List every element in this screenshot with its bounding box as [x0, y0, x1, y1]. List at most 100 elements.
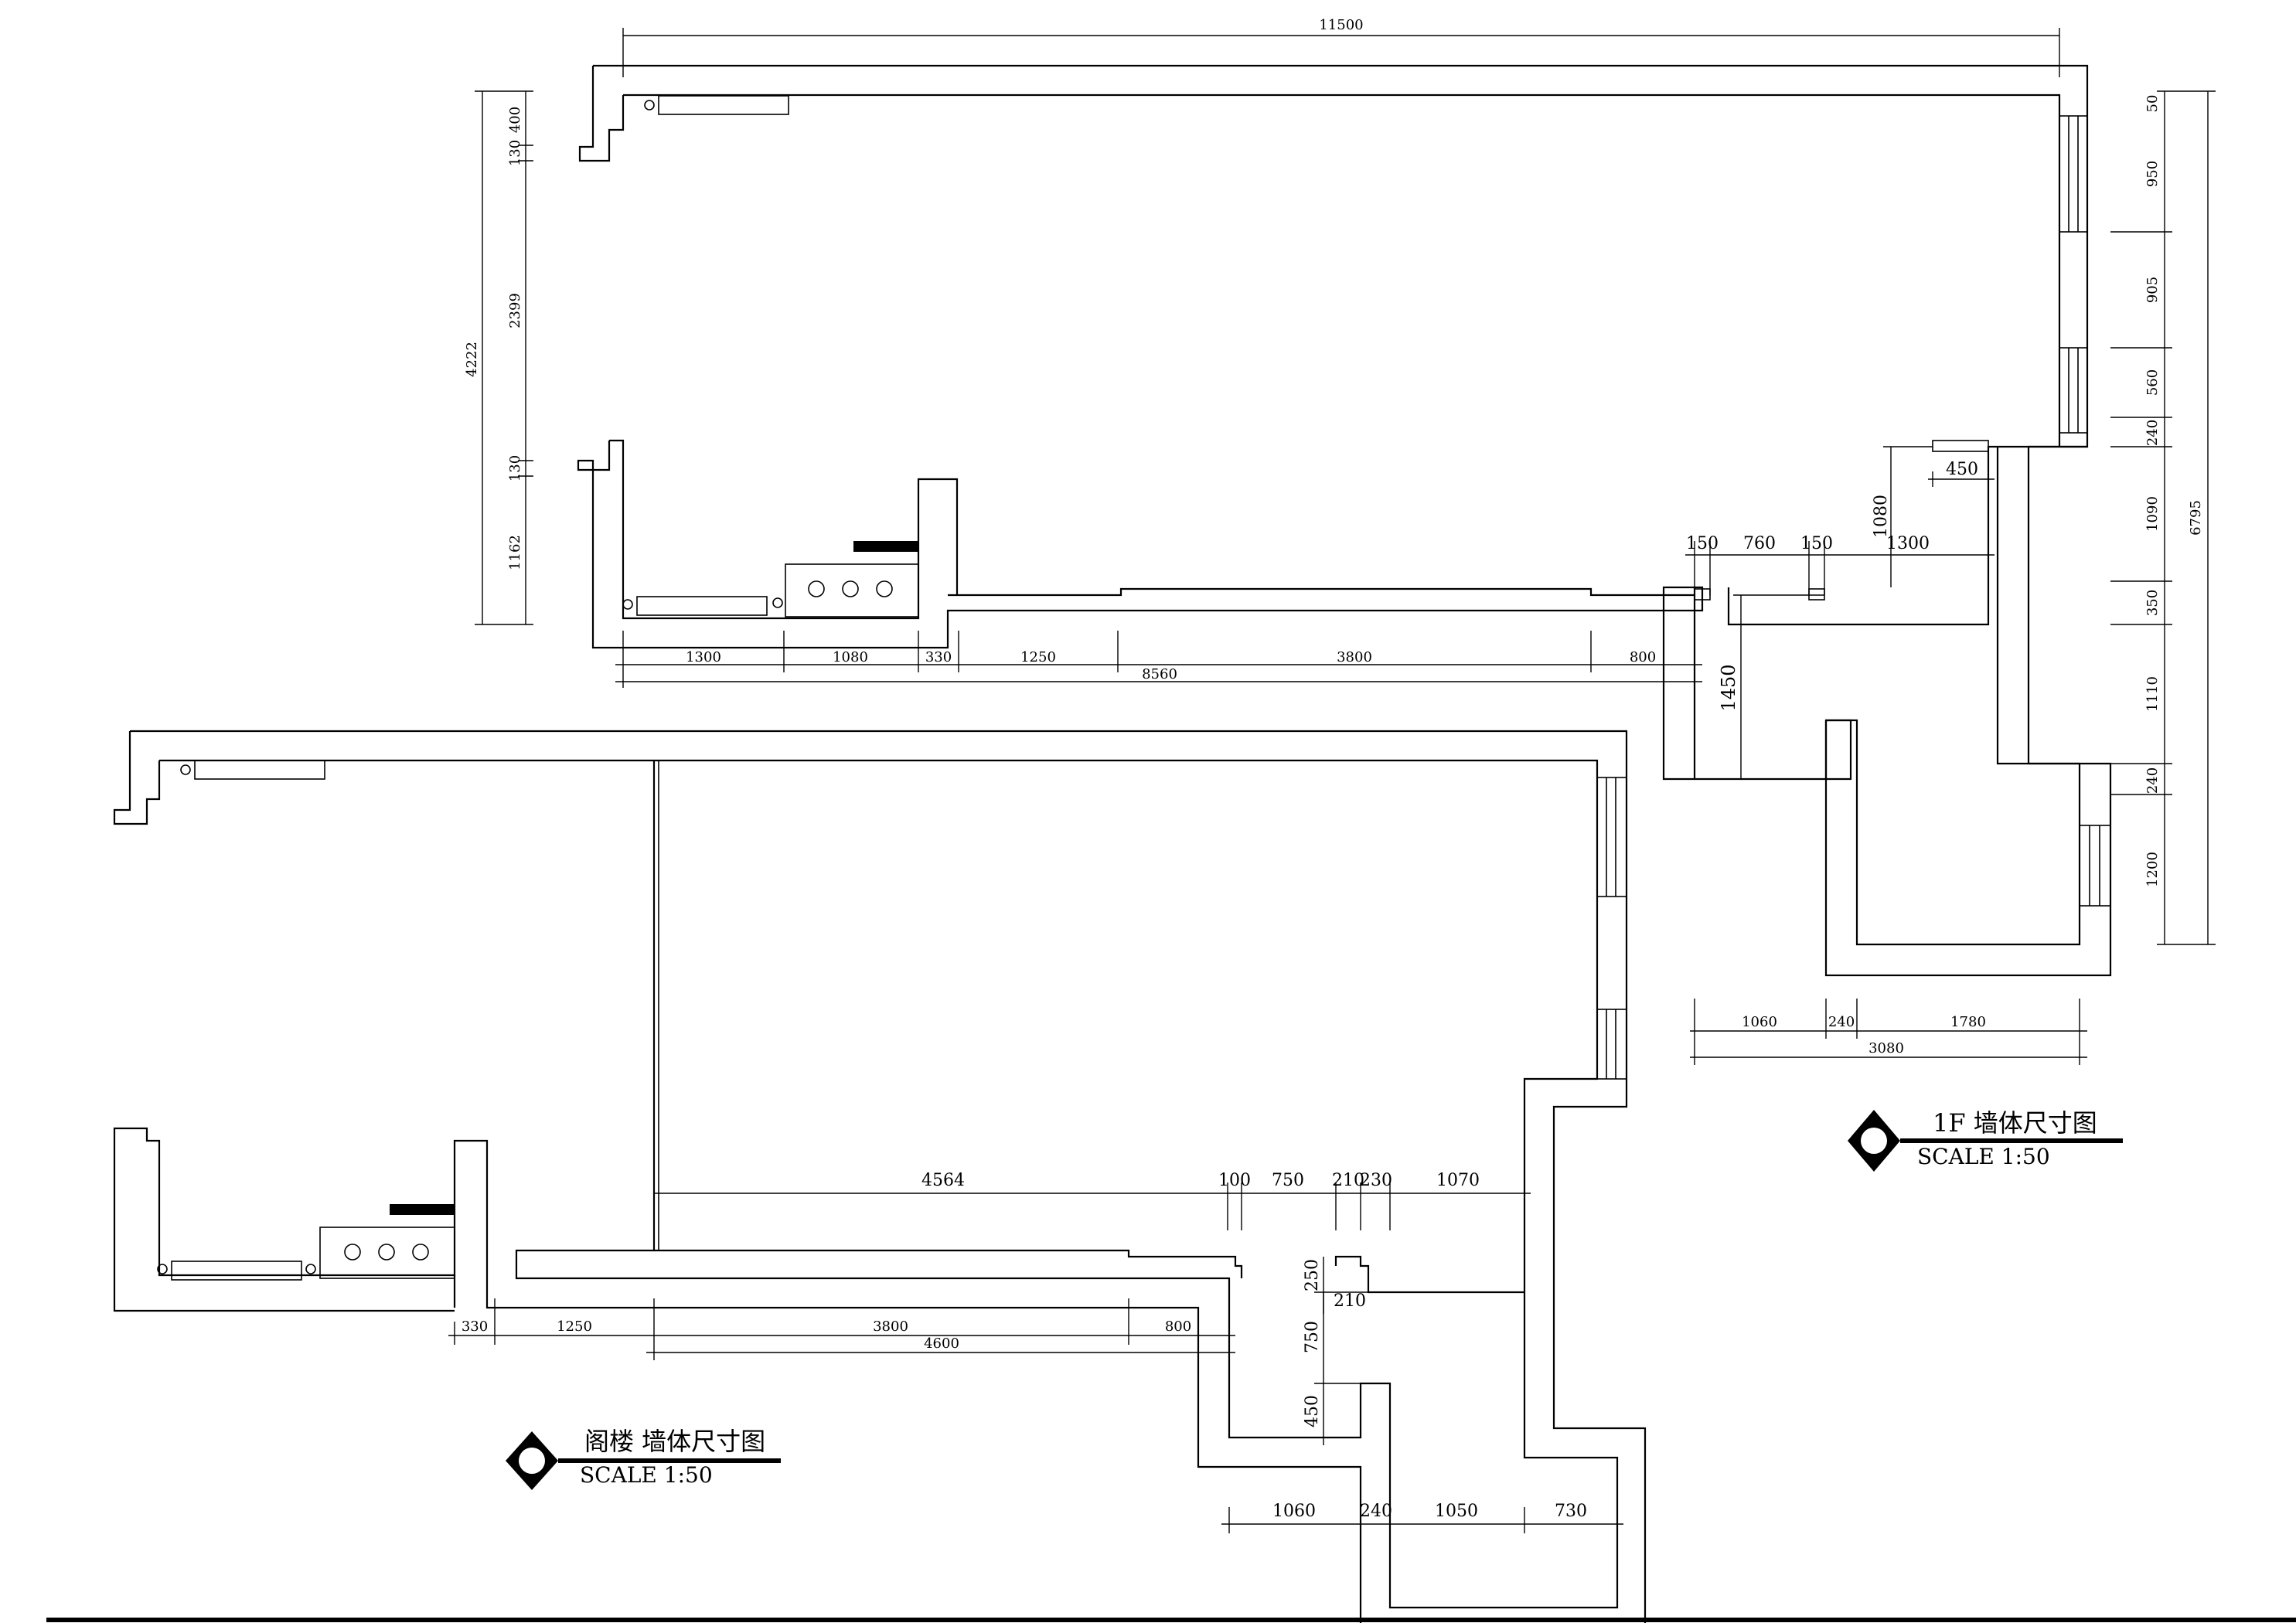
- dim-attic-100: 100: [1218, 1171, 1251, 1190]
- attic-window-right-lower: [1596, 1009, 1627, 1080]
- stove-burner-icon: [842, 580, 859, 597]
- dim-left-total: 4222: [464, 342, 480, 377]
- dim-attic-1250: 1250: [557, 1318, 592, 1335]
- first-floor-window-right-mid: [2059, 347, 2088, 434]
- attic-scale: SCALE 1:50: [580, 1462, 713, 1488]
- stove-burner-icon: [876, 580, 893, 597]
- attic-outer-wall-top-left: [113, 731, 148, 825]
- first-floor-title-block: 1F 墙体尺寸图 SCALE 1:50: [1848, 1108, 2123, 1172]
- dim-attic-v750: 750: [1303, 1321, 1322, 1353]
- dim-right-6: 1090: [2144, 496, 2161, 532]
- dim-mid-450: 450: [1946, 460, 1978, 479]
- first-floor-radiator-bottom: [636, 596, 768, 616]
- attic-pipe-bottom-2: [305, 1264, 316, 1274]
- attic-stove: [319, 1227, 455, 1279]
- attic-inner-wall-left: [130, 760, 656, 1312]
- dim-bottom-5: 3800: [1337, 649, 1372, 665]
- dim-right-10: 1200: [2144, 852, 2161, 887]
- dim-mid-150a: 150: [1686, 534, 1719, 553]
- dim-bottom-3: 330: [925, 649, 952, 665]
- first-floor-window-small: [1932, 440, 1989, 452]
- dim-right-4: 560: [2144, 369, 2161, 396]
- dim-top-total: 11500: [1319, 17, 1363, 33]
- dim-left-4: 130: [507, 455, 523, 481]
- dim-left-5: 1162: [507, 535, 523, 570]
- title-marker-hole: [1861, 1128, 1887, 1154]
- stove-burner-icon: [344, 1244, 361, 1261]
- dim-attic-v250: 250: [1303, 1259, 1322, 1291]
- stove-burner-icon: [808, 580, 825, 597]
- dim-attic-210: 210: [1332, 1171, 1364, 1190]
- dim-right-3: 905: [2144, 277, 2161, 303]
- dim-attic-750: 750: [1272, 1171, 1304, 1190]
- dim-attic-4600: 4600: [924, 1335, 959, 1352]
- dim-right-8: 1110: [2144, 676, 2161, 712]
- attic-title-block: 阁楼 墙体尺寸图 SCALE 1:50: [506, 1427, 781, 1490]
- first-floor-window-right-lower: [2079, 825, 2111, 907]
- attic-window-right-upper: [1596, 777, 1627, 897]
- stove-burner-icon: [412, 1244, 429, 1261]
- dim-low-1780: 1780: [1950, 1014, 1986, 1030]
- dim-mid-760: 760: [1743, 534, 1776, 553]
- first-floor-outer-wall-top-left: [578, 66, 611, 162]
- dim-attic-4564: 4564: [921, 1171, 965, 1190]
- attic-pipe-top: [180, 764, 191, 775]
- dim-attic-1070: 1070: [1436, 1171, 1480, 1190]
- dim-right-7: 350: [2144, 590, 2161, 616]
- dim-mid-1450: 1450: [1718, 664, 1739, 711]
- first-floor-inner-wall: [623, 94, 2087, 946]
- first-floor-outer-wall: [577, 64, 2112, 977]
- dim-attic-800: 800: [1165, 1318, 1191, 1335]
- dim-left-2: 130: [507, 140, 523, 166]
- dim-attic-330: 330: [462, 1318, 488, 1335]
- first-floor-window-right-upper: [2059, 115, 2088, 233]
- attic-radiator-top: [194, 760, 325, 780]
- first-floor-pipe-bottom: [622, 599, 633, 610]
- dim-mid-1080: 1080: [1872, 495, 1891, 538]
- dim-attic-low-240: 240: [1360, 1502, 1392, 1521]
- dim-low-total: 3080: [1868, 1040, 1904, 1056]
- first-floor-stove: [785, 563, 919, 618]
- dim-bottom-6: 800: [1630, 649, 1656, 665]
- dim-bottom-1: 1300: [686, 649, 721, 665]
- first-floor-pipe-top: [644, 100, 655, 111]
- attic-inner-wall: [159, 759, 1619, 1609]
- dim-attic-low-1060: 1060: [1272, 1502, 1316, 1521]
- dim-bottom-total: 8560: [1142, 666, 1177, 682]
- first-floor-scale: SCALE 1:50: [1917, 1144, 2050, 1169]
- title-marker-hole: [519, 1448, 545, 1474]
- dim-left-1: 400: [507, 107, 523, 133]
- dim-left-3: 2399: [507, 293, 523, 328]
- dim-right-1: 50: [2144, 95, 2161, 113]
- dim-attic-v210: 210: [1334, 1291, 1366, 1311]
- range-hood-icon: [390, 1204, 455, 1215]
- attic-title: 阁楼 墙体尺寸图: [584, 1427, 765, 1456]
- dim-attic-v450: 450: [1303, 1395, 1322, 1427]
- dim-bottom-2: 1080: [833, 649, 868, 665]
- dim-mid-150b: 150: [1800, 534, 1833, 553]
- attic-outer-wall: [113, 730, 1647, 1623]
- dim-attic-low-1050: 1050: [1435, 1502, 1478, 1521]
- dim-right-2: 950: [2144, 161, 2161, 187]
- dim-right-9: 240: [2144, 767, 2161, 794]
- dim-attic-3800: 3800: [873, 1318, 908, 1335]
- first-floor-plan: 11500 4222 400 130 2399 130 1162 50 950 …: [464, 17, 2216, 1172]
- stove-burner-icon: [378, 1244, 395, 1261]
- dim-attic-low-730: 730: [1555, 1502, 1587, 1521]
- first-floor-inner-wall-left: [608, 95, 1695, 620]
- range-hood-icon: [853, 541, 918, 552]
- first-floor-title: 1F 墙体尺寸图: [1933, 1108, 2097, 1138]
- dim-low-1060: 1060: [1742, 1014, 1777, 1030]
- dim-right-total: 6795: [2188, 500, 2204, 536]
- attic-pipe-bottom: [157, 1264, 168, 1274]
- dim-bottom-4: 1250: [1020, 649, 1056, 665]
- attic-plan: 4564 100 750 210 230 1070 330 1250 3800 …: [113, 730, 1647, 1623]
- dim-right-5: 240: [2144, 420, 2161, 446]
- dim-attic-230: 230: [1360, 1171, 1392, 1190]
- dim-low-240: 240: [1828, 1014, 1855, 1030]
- attic-radiator-bottom: [171, 1261, 302, 1281]
- first-floor-radiator-top: [658, 95, 789, 115]
- dim-mid-1300: 1300: [1886, 534, 1930, 553]
- first-floor-pipe-bottom-2: [772, 597, 783, 608]
